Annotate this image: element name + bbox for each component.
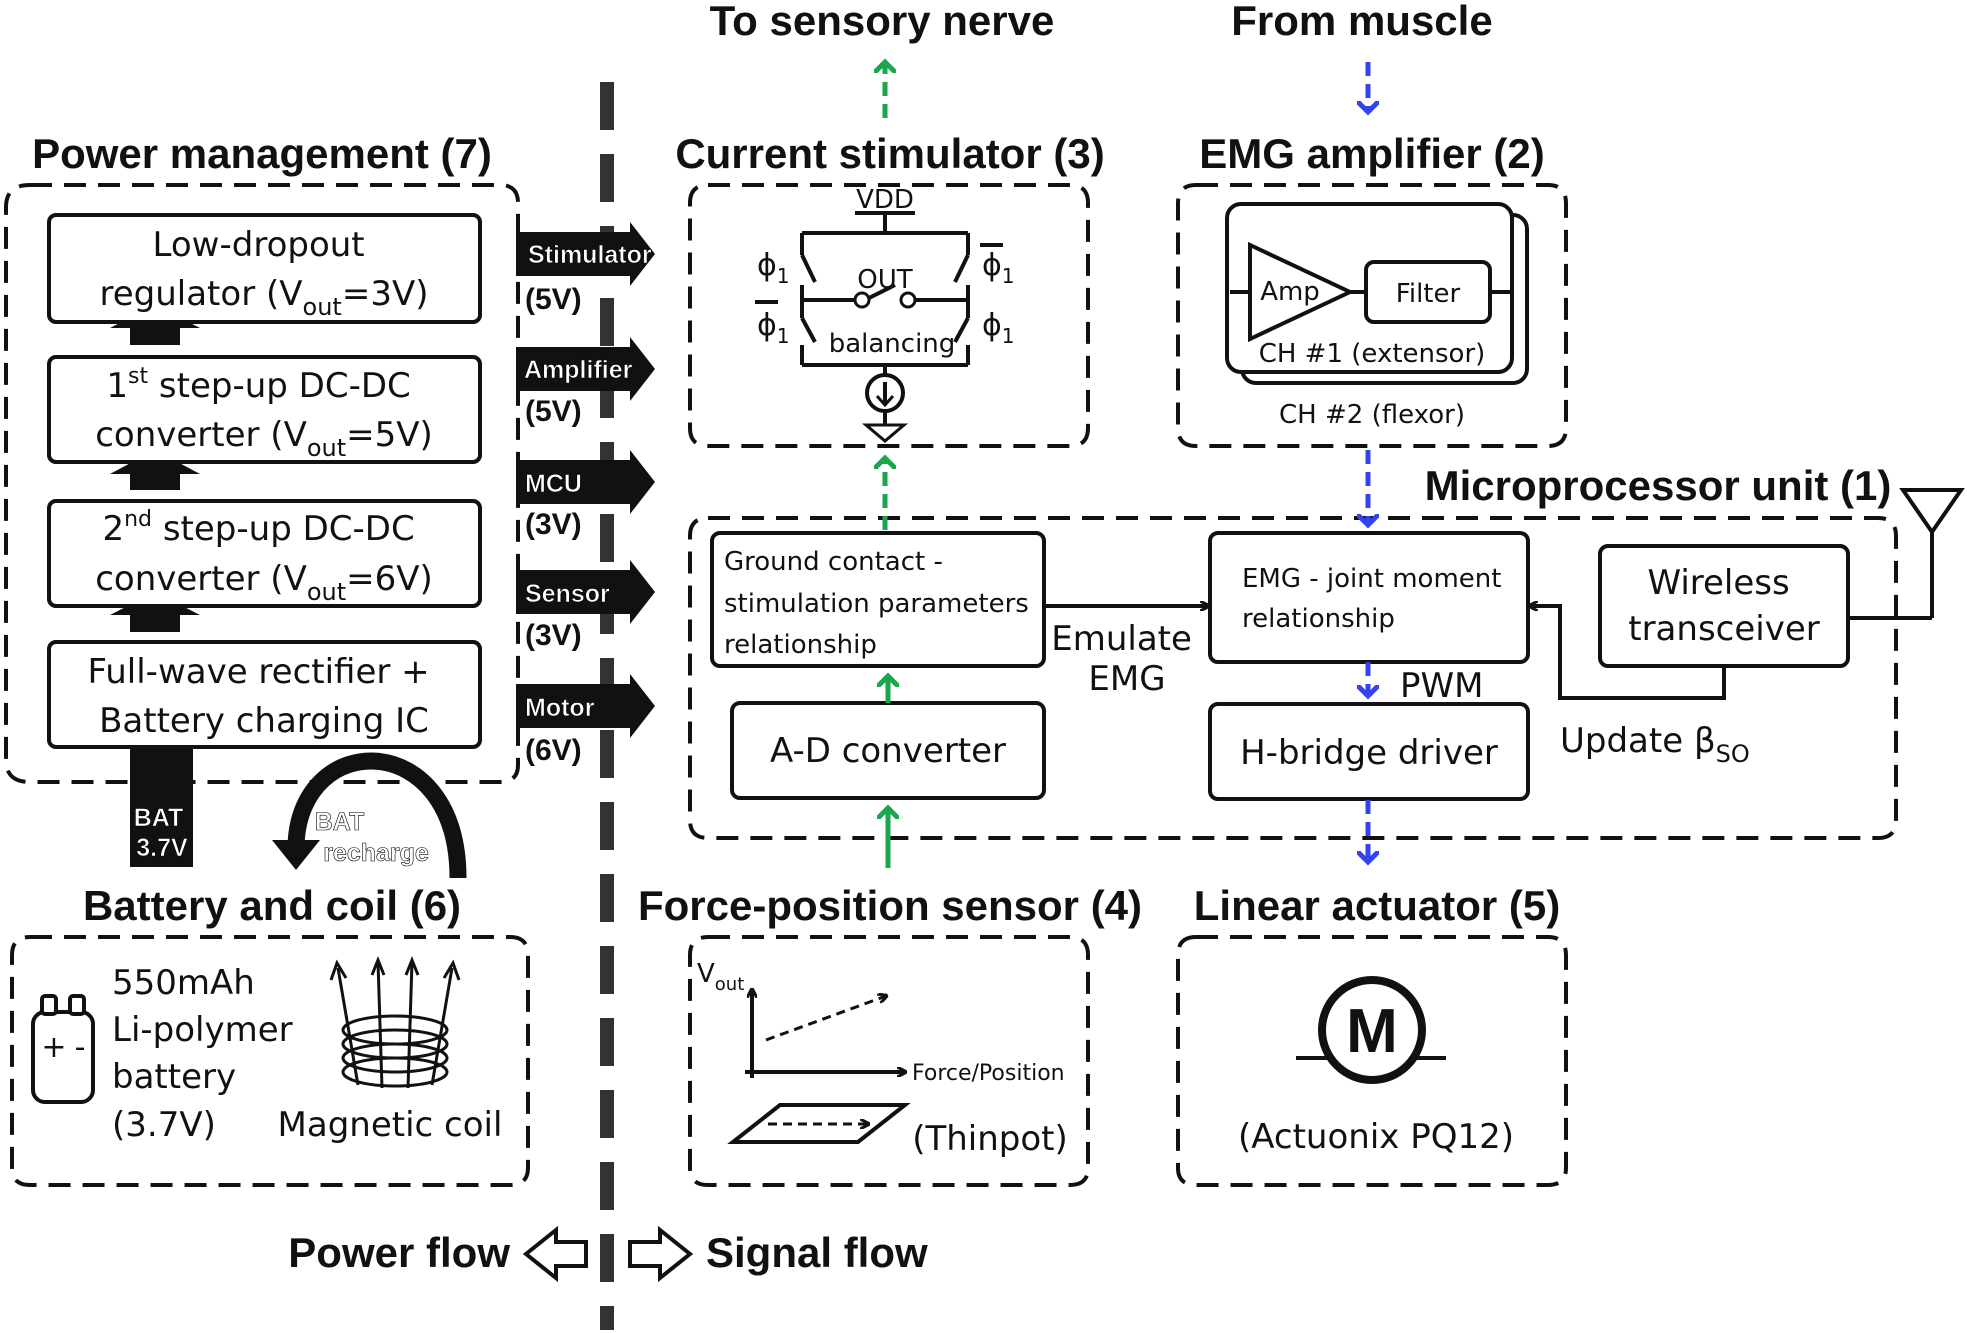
magnetic-coil-icon	[329, 955, 461, 1089]
rail-label-stimulator: Stimulator	[528, 241, 652, 269]
ground-contact-box	[710, 531, 1046, 668]
microprocessor-title: Microprocessor unit (1)	[1425, 462, 1892, 509]
rail-label-amplifier: Amplifier	[524, 356, 633, 384]
h-bridge-driver-label: H-bridge driver	[1240, 733, 1498, 773]
update-beta-arrow	[1530, 606, 1726, 700]
phi1-top-left: ϕ1	[757, 248, 790, 288]
ad-converter-label: A-D converter	[770, 731, 1006, 771]
battery-coil-title: Battery and coil (6)	[83, 882, 461, 929]
from-muscle-label: From muscle	[1231, 0, 1492, 44]
current-stimulator-title: Current stimulator (3)	[675, 130, 1104, 177]
balancing-label: balancing	[829, 329, 956, 359]
svg-text:+: +	[41, 1030, 66, 1065]
thinpot-label: (Thinpot)	[912, 1119, 1068, 1159]
sensor-response-line	[765, 996, 886, 1042]
rail-label-mcu: MCU	[525, 470, 582, 498]
channel-1-label: CH #1 (extensor)	[1259, 339, 1486, 369]
ground-icon	[861, 423, 909, 443]
to-sensory-nerve-label: To sensory nerve	[710, 0, 1055, 44]
power-flow-arrow-icon	[522, 1225, 588, 1283]
rail-arrow-mcu	[516, 450, 655, 514]
filter-label: Filter	[1396, 279, 1461, 309]
rail-arrow-motor	[516, 674, 655, 738]
stage-arrow-2	[110, 450, 200, 490]
amp-triangle-icon	[1248, 241, 1355, 343]
phi1bar-top-right: ϕ1	[982, 248, 1015, 288]
ldo-regulator-box	[47, 213, 482, 324]
rail-arrow-sensor	[516, 560, 655, 624]
out-label: OUT	[857, 265, 912, 295]
power-management-section: Power management (7) Low-dropout regulat…	[3, 130, 520, 784]
battery-spec-text: 550mAh Li-polymer battery (3.7V)	[112, 963, 303, 1145]
force-sensor-title: Force-position sensor (4)	[638, 882, 1142, 929]
antenna-icon	[1899, 488, 1965, 536]
signal-flow-label: Signal flow	[706, 1229, 928, 1276]
battery-icon: + -	[31, 994, 95, 1104]
svg-text:-: -	[75, 1030, 86, 1065]
battery-coil-section: Battery and coil (6) + - 550mAh Li-polym…	[10, 882, 530, 1187]
bat-supply-label: BAT 3.7V	[134, 804, 190, 862]
current-stimulator-section: Current stimulator (3) VDD OUT balancing…	[675, 130, 1105, 448]
linear-actuator-title: Linear actuator (5)	[1194, 882, 1560, 929]
rail-arrow-stimulator	[516, 222, 655, 286]
motor-letter: M	[1346, 997, 1398, 1066]
rectifier-charger-text: Full-wave rectifier + Battery charging I…	[88, 652, 441, 741]
rail-voltage-motor: (6V)	[525, 734, 582, 767]
signal-flow-arrow-icon	[628, 1225, 694, 1283]
wireless-transceiver-text: Wireless transceiver	[1628, 563, 1820, 649]
microprocessor-section: Microprocessor unit (1) Ground contact -…	[688, 462, 1965, 840]
rail-label-sensor: Sensor	[525, 580, 610, 608]
bat-recharge-arrow	[287, 752, 467, 879]
ldo-text: Low-dropout regulator (Vout=3V)	[100, 225, 429, 321]
rail-voltage-mcu: (3V)	[525, 508, 582, 541]
emg-amplifier-section: EMG amplifier (2) Amp Filter CH #1 (exte…	[1176, 130, 1568, 448]
pwm-label: PWM	[1400, 666, 1483, 706]
vdd-label: VDD	[856, 185, 914, 215]
rail-voltage-stimulator: (5V)	[525, 283, 582, 316]
ground-contact-text: Ground contact - stimulation parameters …	[724, 547, 1037, 660]
flow-legend: Power flow Signal flow	[288, 1225, 928, 1283]
force-sensor-section: Force-position sensor (4) Vout Force/Pos…	[638, 882, 1142, 1187]
motor-icon	[1318, 976, 1426, 1084]
rail-voltage-sensor: (3V)	[525, 619, 582, 652]
amp-label: Amp	[1260, 277, 1320, 307]
step-up-converter-1-text: 1st step-up DC-DC converter (Vout=5V)	[95, 364, 433, 462]
actuator-model-label: (Actuonix PQ12)	[1238, 1117, 1514, 1157]
step-up-converter-1-box	[47, 355, 482, 464]
power-rails: Stimulator (5V) Amplifier (5V) MCU (3V) …	[516, 222, 655, 767]
h-bridge-driver-box	[1208, 702, 1530, 801]
emulate-emg-label: Emulate EMG	[1051, 619, 1203, 699]
bat-recharge-label: BAT recharge	[315, 808, 429, 867]
stage-arrow-1	[110, 305, 200, 345]
stage-arrow-3	[110, 592, 200, 632]
phi1-bottom-right: ϕ1	[982, 308, 1015, 348]
emg-joint-moment-box	[1208, 531, 1530, 664]
channel-2-label: CH #2 (flexor)	[1279, 400, 1465, 430]
rail-arrow-amplifier	[516, 337, 655, 401]
step-up-converter-2-box	[47, 499, 482, 608]
update-beta-label: Update βSO	[1560, 721, 1750, 768]
rectifier-charger-box	[47, 640, 482, 749]
phi1bar-bottom-left: ϕ1	[757, 308, 790, 348]
power-flow-label: Power flow	[288, 1229, 510, 1276]
linear-actuator-section: Linear actuator (5) M (Actuonix PQ12)	[1176, 882, 1568, 1187]
emg-joint-moment-text: EMG - joint moment relationship	[1242, 564, 1510, 634]
bat-supply-bar	[130, 747, 193, 867]
sensor-xaxis-label: Force/Position	[912, 1061, 1065, 1086]
power-management-title: Power management (7)	[32, 130, 492, 177]
rail-label-motor: Motor	[525, 694, 595, 722]
rail-voltage-amplifier: (5V)	[525, 395, 582, 428]
magnetic-coil-label: Magnetic coil	[278, 1105, 503, 1145]
bat-recharge-arrowhead	[272, 840, 320, 870]
sensor-vout-label: Vout	[697, 959, 744, 995]
step-up-converter-2-text: 2nd step-up DC-DC converter (Vout=6V)	[95, 507, 433, 606]
emg-amplifier-title: EMG amplifier (2)	[1199, 130, 1544, 177]
